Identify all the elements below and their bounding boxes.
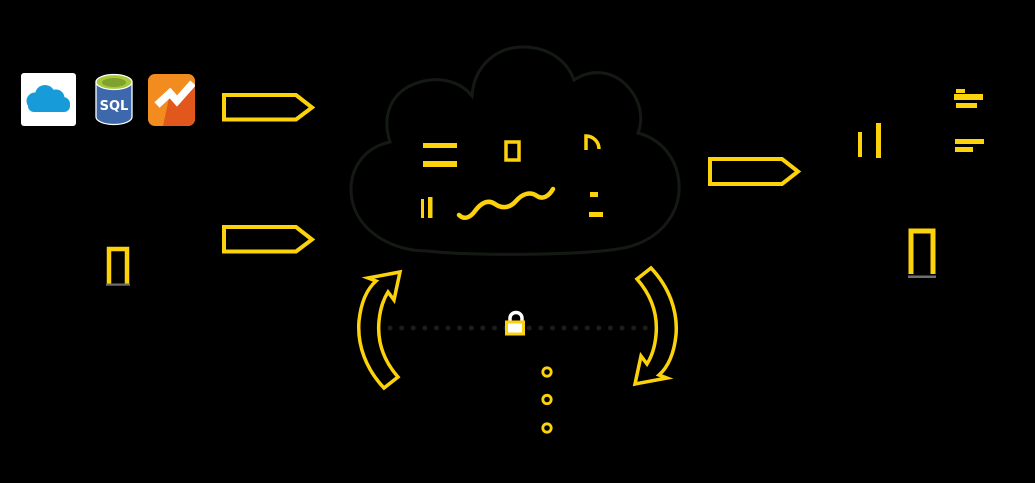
analytics-dark-wedge bbox=[163, 86, 195, 126]
ellipsis-dot bbox=[541, 422, 553, 434]
cloud-pie-quarter-icon bbox=[584, 134, 601, 150]
sql-database-icon: SQL bbox=[95, 73, 133, 126]
cloud-menu-bars-icon bbox=[423, 143, 457, 167]
placeholder-box-icon-right bbox=[908, 228, 936, 278]
ellipsis-dot bbox=[541, 366, 553, 378]
analytics-logo-icon bbox=[148, 74, 195, 126]
ellipsis-dots bbox=[541, 366, 553, 434]
placeholder-box-icon-left bbox=[106, 246, 130, 286]
cloud-pause-bars-icon bbox=[421, 197, 433, 218]
padlock-shackle bbox=[508, 310, 524, 322]
cloud-outline bbox=[349, 45, 681, 256]
placeholder-underline bbox=[106, 283, 130, 286]
report-lines-icon bbox=[954, 89, 984, 152]
sync-arrow-right bbox=[632, 265, 679, 387]
placeholder-underline bbox=[908, 275, 936, 278]
sync-arrow-left bbox=[356, 269, 403, 391]
sql-cylinder-rim-inner bbox=[102, 78, 126, 87]
bar-chart-icon bbox=[858, 123, 881, 158]
padlock-icon bbox=[505, 310, 525, 336]
publish-arrow bbox=[708, 157, 802, 186]
sql-label: SQL bbox=[100, 99, 129, 114]
analytics-checkmark bbox=[154, 80, 195, 108]
ellipsis-dot bbox=[541, 393, 553, 406]
cloud-list-dashes-icon bbox=[589, 192, 603, 217]
sql-cylinder-body bbox=[95, 81, 133, 126]
ingest-arrow-bottom bbox=[222, 225, 316, 254]
padlock-body bbox=[505, 320, 525, 336]
ingest-arrow-top bbox=[222, 93, 316, 122]
cloud-trend-squiggle-icon bbox=[456, 186, 556, 221]
cloud-document-icon bbox=[504, 140, 521, 162]
salesforce-cloud-shape bbox=[26, 85, 70, 112]
salesforce-logo-icon bbox=[21, 73, 76, 126]
